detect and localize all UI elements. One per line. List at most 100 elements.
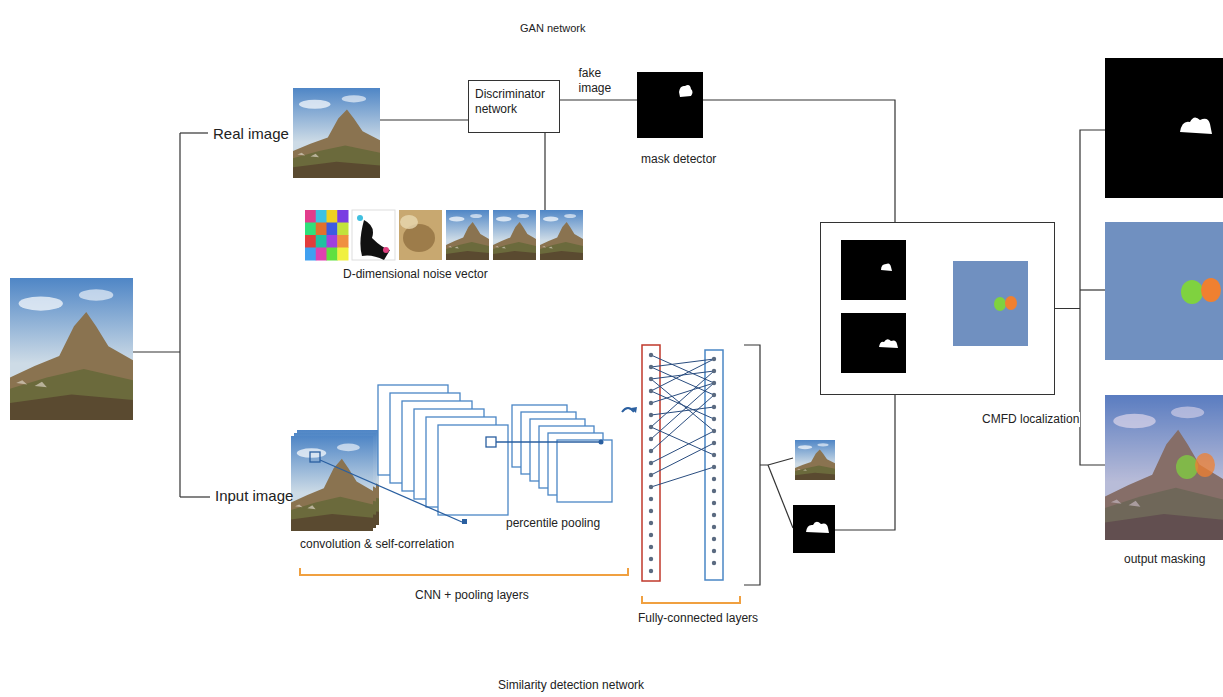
label-wrap: convolution & self-correlation <box>300 537 454 551</box>
kernel-window <box>310 452 320 462</box>
label-wrap: CNN + pooling layers <box>415 588 529 602</box>
neuron <box>712 489 716 493</box>
noise-mosaic-cell <box>327 235 338 248</box>
fc-connection <box>651 359 714 367</box>
wire <box>768 465 793 528</box>
neuron <box>649 497 653 501</box>
node-caption: output masking <box>1123 552 1206 567</box>
wire <box>380 119 468 120</box>
connector <box>1055 309 1105 466</box>
neuron <box>649 437 653 441</box>
neuron <box>649 413 653 417</box>
wire <box>544 133 545 210</box>
noise-mosaic-cell <box>305 235 316 248</box>
noise-mosaic-cell <box>337 248 348 261</box>
wire <box>835 395 895 530</box>
wire <box>180 496 210 497</box>
feature-map <box>438 425 508 515</box>
tint <box>1105 395 1223 540</box>
neuron <box>649 521 653 525</box>
mask-blob <box>879 339 898 348</box>
neuron <box>649 557 653 561</box>
label: GAN network <box>520 22 585 35</box>
label-wrap: GAN network <box>520 22 585 35</box>
input-photo-stack <box>291 436 373 531</box>
neuron <box>649 449 653 453</box>
input-photo <box>10 278 133 420</box>
connector <box>560 99 637 100</box>
fc-connection <box>651 383 714 403</box>
pooled-map <box>557 440 612 502</box>
orange-region <box>1201 278 1221 302</box>
discriminator-box: Discriminator network <box>468 80 560 133</box>
noise-blob <box>360 220 390 260</box>
colour-mask <box>953 261 1028 346</box>
neuron <box>649 365 653 369</box>
noise-photo <box>540 210 583 260</box>
neuron <box>649 485 653 489</box>
fc-connection <box>651 355 714 383</box>
label: Fully-connected layers <box>638 611 758 625</box>
neuron <box>712 405 716 409</box>
source-mask <box>841 240 906 300</box>
label-wrap: Real image <box>213 125 289 143</box>
kernel-arrow <box>320 460 462 522</box>
pool-point <box>599 440 604 445</box>
label-wrap: percentile pooling <box>506 516 600 530</box>
neuron <box>712 501 716 505</box>
noise-dot <box>383 247 389 253</box>
label-wrap: Similarity detection network <box>498 678 644 692</box>
green-region <box>1176 455 1198 479</box>
edge-label: fake image <box>579 66 621 96</box>
neuron <box>649 569 653 573</box>
noise-photo <box>446 210 489 260</box>
cmfd-box: CMFD localization <box>820 222 1055 395</box>
neuron <box>649 461 653 465</box>
caption-wrap: mask detector <box>640 152 717 167</box>
neuron <box>649 533 653 537</box>
noise-dot <box>357 215 363 221</box>
noise-image <box>399 210 442 260</box>
fc-connection <box>651 383 714 439</box>
mask-blob <box>881 263 892 271</box>
edge-label-wrap: fake image <box>579 66 621 96</box>
label: percentile pooling <box>506 516 600 530</box>
label: CNN + pooling layers <box>415 588 529 602</box>
noise-mosaic-cell <box>337 223 348 236</box>
neuron <box>712 561 716 565</box>
noise-mosaic-cell <box>316 248 327 261</box>
noise-mosaic-cell <box>316 223 327 236</box>
caption-wrap: output masking <box>1123 552 1206 567</box>
neuron <box>712 441 716 445</box>
mask-blob <box>806 522 829 533</box>
node-caption: CMFD localization <box>981 412 1080 427</box>
wire <box>179 133 180 497</box>
target-mask <box>841 313 906 373</box>
fc-layer-input <box>642 345 660 581</box>
neuron <box>649 353 653 357</box>
neuron <box>712 525 716 529</box>
kernel-window <box>486 437 496 447</box>
orange-bracket <box>642 596 740 603</box>
noise-mosaic-cell <box>337 210 348 223</box>
neuron <box>649 401 653 405</box>
neuron <box>712 369 716 373</box>
noise-mosaic-cell <box>327 223 338 236</box>
fc-connection <box>651 467 714 487</box>
neuron <box>712 549 716 553</box>
neuron <box>712 465 716 469</box>
wire <box>1080 289 1105 290</box>
label-wrap: D-dimensional noise vector <box>343 267 488 281</box>
neuron <box>712 357 716 361</box>
neuron <box>649 425 653 429</box>
output-mask <box>1105 58 1223 198</box>
noise-photo <box>493 210 536 260</box>
label-wrap: Fully-connected layers <box>638 611 758 625</box>
cmfd-art <box>821 223 1054 394</box>
output-photo-image <box>1105 395 1223 540</box>
mask-detector: mask detector <box>637 72 703 138</box>
neuron <box>649 545 653 549</box>
noise-mosaic-cell <box>327 248 338 261</box>
green-region <box>994 297 1006 311</box>
